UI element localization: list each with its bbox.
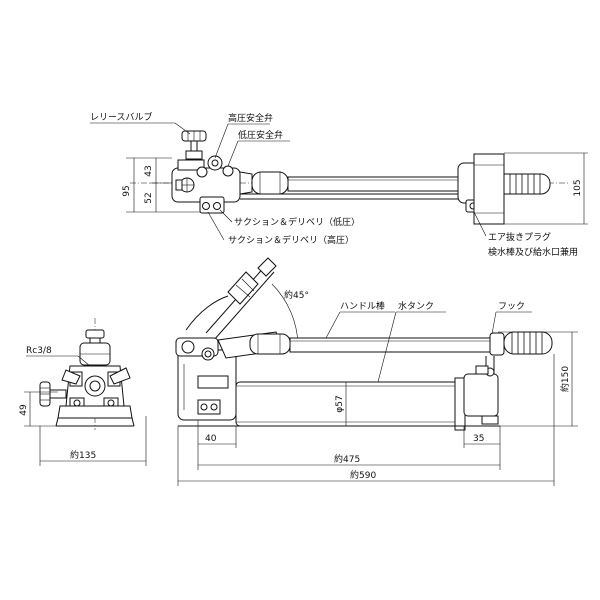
label-water-tank: 水タンク: [398, 300, 434, 312]
side-view: 約45°: [175, 257, 578, 486]
label-handle-bar: ハンドル棒: [340, 300, 385, 312]
side-raised-handle: [185, 257, 277, 341]
dim-side-inner-length: 約475: [334, 453, 360, 465]
side-hook-bracket: [463, 356, 499, 425]
label-low-pressure-safety-valve: 低圧安全弁: [238, 129, 283, 141]
dim-105: 105: [573, 179, 583, 196]
label-air-vent-plug: エア抜きプラグ: [488, 231, 551, 243]
dim-52: 52: [144, 192, 154, 203]
end-release-valve-knob: [39, 381, 67, 407]
label-release-valve: レリースバルブ: [90, 111, 153, 123]
dim-side-height: 約150: [559, 366, 571, 392]
top-release-valve-knob: [181, 130, 207, 160]
dim-95: 95: [122, 185, 132, 196]
dim-tank-diameter: φ57: [335, 395, 345, 412]
side-water-tank: [235, 381, 461, 427]
side-handle-grip: [503, 331, 553, 355]
dim-side-total-length: 約590: [350, 469, 376, 481]
dim-end-width: 約135: [70, 449, 96, 461]
dim-handle-angle: 約45°: [284, 289, 309, 301]
label-hook: フック: [498, 301, 525, 312]
label-oil-check-fill-port: 検水棒及び給水口兼用: [488, 246, 578, 258]
dim-43: 43: [144, 165, 154, 176]
dim-end-height: 49: [19, 404, 29, 416]
top-view: 95 43 52 105 レリースバルブ 高圧安全弁 低圧安全弁 サクション＆デ…: [90, 111, 588, 258]
side-handle-bar: [289, 337, 491, 353]
end-view: Rc3/8 49 約135: [19, 318, 147, 466]
dim-side-left-offset: 40: [205, 434, 217, 444]
dim-side-right-offset: 35: [473, 434, 484, 444]
label-port-thread: Rc3/8: [26, 346, 52, 356]
top-handle-grip: [495, 173, 551, 195]
top-handle-tube: [287, 176, 459, 192]
label-high-pressure-safety-valve: 高圧安全弁: [228, 112, 273, 124]
label-suction-delivery-low: サクション＆デリベリ（低圧）: [234, 216, 360, 228]
label-suction-delivery-high: サクション＆デリベリ（高圧）: [228, 234, 354, 246]
